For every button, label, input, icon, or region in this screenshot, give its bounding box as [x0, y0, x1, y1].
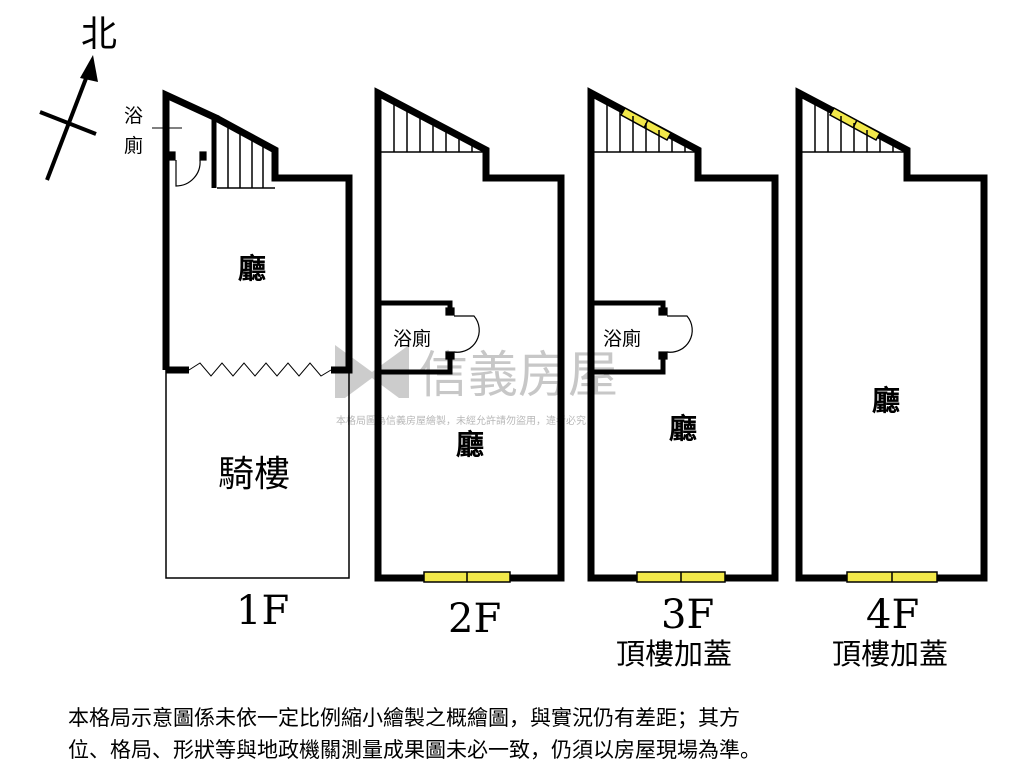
door-icon [168, 151, 207, 187]
floor-3f: 浴廁 廳 3F 頂樓加蓋 [587, 87, 779, 671]
disclaimer-line-2: 位、格局、形狀等與地政機關測量成果圖未必一致，仍須以房屋現場為準。 [68, 738, 761, 762]
disclaimer: 本格局示意圖係未依一定比例縮小繪製之概繪圖，與實況仍有差距；其方 位、格局、形狀… [68, 702, 988, 766]
wall-2f [374, 87, 565, 582]
staircase-icon [217, 124, 275, 189]
staircase-icon [381, 102, 486, 153]
room-label-bathroom: 浴廁 [603, 327, 641, 350]
north-arrow-icon [80, 55, 98, 82]
floor-label-2f: 2F [448, 596, 501, 642]
room-label-hall: 廳 [669, 412, 697, 445]
room-label-hall: 廳 [238, 252, 266, 285]
floor-2f: 浴廁 廳 2F [374, 87, 565, 642]
floor-label-3f: 3F [661, 592, 714, 638]
room-label-hall: 廳 [456, 428, 484, 461]
floor-label-1f: 1F [236, 588, 289, 634]
floor-subtitle-4f: 頂樓加蓋 [832, 637, 948, 671]
disclaimer-line-1: 本格局示意圖係未依一定比例縮小繪製之概繪圖，與實況仍有差距；其方 [68, 706, 740, 730]
wall-3f [587, 87, 779, 582]
door-icon [658, 307, 693, 360]
wall-4f [795, 87, 988, 582]
watermark-notice: 本格局圖為信義房屋繪製，未經允許請勿盜用，違者必究 [336, 414, 586, 427]
room-label-bath: 浴 [124, 105, 143, 127]
north-compass: 北 [39, 14, 117, 181]
door-icon [445, 307, 480, 360]
room-label-bathroom: 浴廁 [393, 327, 431, 350]
north-label: 北 [81, 14, 117, 55]
floor-4f: 廳 4F 頂樓加蓋 [795, 87, 988, 671]
room-label-toilet: 廁 [124, 134, 143, 157]
room-label-hall: 廳 [872, 384, 900, 417]
arcade-outline [165, 370, 350, 579]
folding-door-icon [188, 362, 332, 377]
floor-subtitle-3f: 頂樓加蓋 [616, 637, 732, 671]
wall-1f [162, 89, 220, 370]
room-label-arcade: 騎樓 [218, 454, 290, 495]
floor-1f: 浴 廁 廳 騎樓 1F [124, 89, 353, 634]
staircase-icon [802, 102, 907, 153]
staircase-icon [594, 102, 698, 153]
floor-label-4f: 4F [866, 592, 919, 638]
window-icon [828, 106, 882, 142]
